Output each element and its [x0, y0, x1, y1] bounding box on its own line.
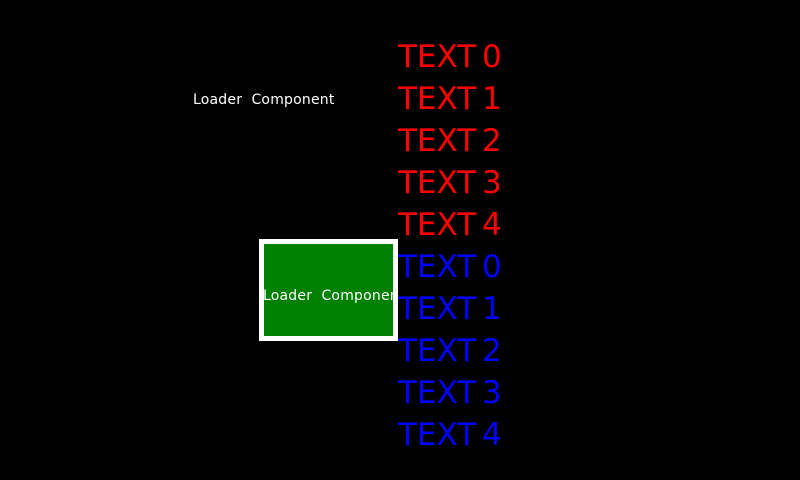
- text-row-word: TEXT: [398, 417, 477, 453]
- text-row-word: TEXT: [398, 39, 477, 75]
- text-row-index: 2: [482, 333, 502, 369]
- text-row: TEXT 3: [398, 162, 528, 204]
- text-row-index: 1: [482, 81, 502, 117]
- text-row-index: 2: [482, 123, 502, 159]
- text-row-word: TEXT: [398, 123, 477, 159]
- text-row-index: 0: [482, 39, 502, 75]
- loader-component-panel[interactable]: Loader Component: [259, 239, 398, 341]
- text-row-index: 3: [482, 165, 502, 201]
- text-row: TEXT 3: [398, 372, 528, 414]
- text-row-index: 4: [482, 207, 502, 243]
- text-row: TEXT 4: [398, 204, 528, 246]
- loader-panel-label: Loader Component: [263, 288, 398, 304]
- top-loader-component-label: Loader Component: [193, 92, 335, 108]
- text-row-index: 1: [482, 291, 502, 327]
- text-row-word: TEXT: [398, 165, 477, 201]
- text-row: TEXT 1: [398, 78, 528, 120]
- text-row: TEXT 1: [398, 288, 528, 330]
- text-row-index: 3: [482, 375, 502, 411]
- text-row: TEXT 2: [398, 330, 528, 372]
- text-row-word: TEXT: [398, 207, 477, 243]
- text-row-word: TEXT: [398, 291, 477, 327]
- text-row: TEXT 2: [398, 120, 528, 162]
- text-row-list: TEXT 0 TEXT 1 TEXT 2 TEXT 3 TEXT 4 TEXT …: [398, 36, 528, 456]
- text-row-word: TEXT: [398, 249, 477, 285]
- text-row: TEXT 0: [398, 36, 528, 78]
- text-row-index: 0: [482, 249, 502, 285]
- text-row-word: TEXT: [398, 81, 477, 117]
- text-row-word: TEXT: [398, 375, 477, 411]
- text-row-index: 4: [482, 417, 502, 453]
- text-row-word: TEXT: [398, 333, 477, 369]
- text-row: TEXT 0: [398, 246, 528, 288]
- text-row: TEXT 4: [398, 414, 528, 456]
